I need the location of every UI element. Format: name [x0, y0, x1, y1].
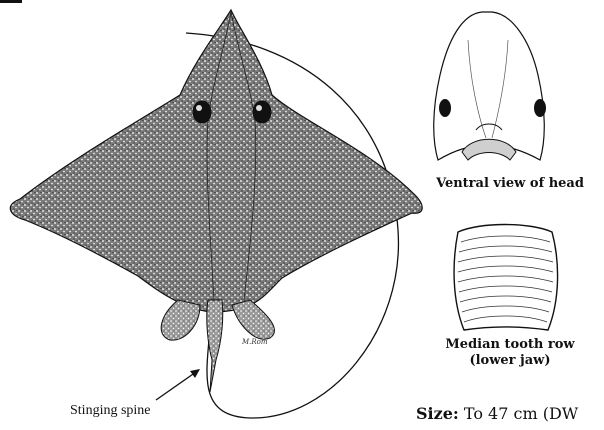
spine-pointer-arrow	[156, 369, 200, 400]
ventral-view-label: Ventral view of head	[436, 176, 584, 191]
tooth-row-caption: Median tooth row (lower jaw)	[420, 337, 600, 369]
size-note: Size: To 47 cm (DW	[416, 404, 578, 423]
size-label: Size:	[416, 404, 459, 423]
tooth-row-label-line1: Median tooth row	[420, 337, 600, 353]
ventral-head-figure	[434, 12, 546, 160]
ventral-view-caption: Ventral view of head	[420, 176, 600, 192]
right-eye	[253, 101, 271, 123]
tooth-row-label-line2: (lower jaw)	[420, 353, 600, 369]
stinging-spine-label: Stinging spine	[70, 403, 151, 419]
ray-body	[10, 10, 422, 392]
artist-signature: M.Rom	[242, 338, 268, 346]
size-value: To 47 cm (DW	[459, 404, 578, 423]
left-eye	[193, 101, 211, 123]
tooth-row-figure	[454, 225, 558, 331]
